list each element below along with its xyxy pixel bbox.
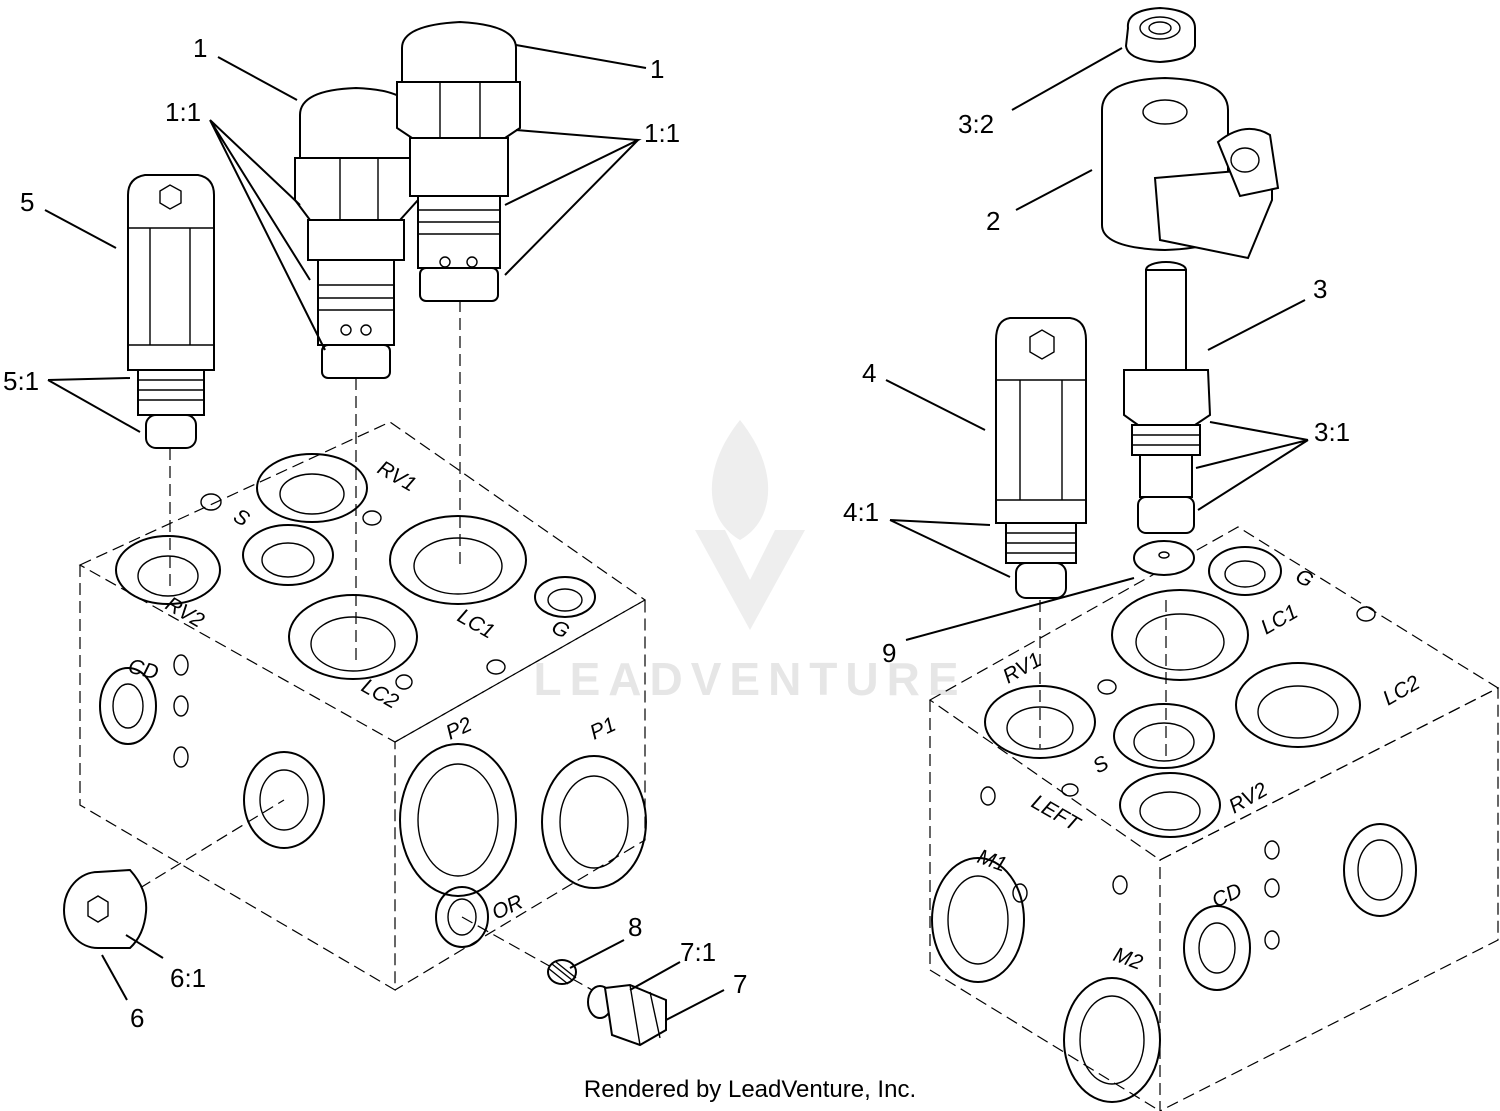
v-logo-icon <box>695 530 805 630</box>
callout-5-1: 5:1 <box>3 366 39 396</box>
callout-7-1: 7:1 <box>680 937 716 967</box>
port-label-or: OR <box>488 890 526 924</box>
leader-lines <box>44 44 1309 1021</box>
callout-1-middle: 1 <box>193 33 207 63</box>
part-6-plug[interactable] <box>63 868 148 949</box>
part-7-plug[interactable] <box>587 983 667 1047</box>
port-label-rv2-right: RV2 <box>1225 778 1272 818</box>
port-label-lc2-right: LC2 <box>1379 671 1424 710</box>
port-label-rv1-left: RV1 <box>374 456 421 496</box>
port-label-lc1-left: LC1 <box>454 604 499 643</box>
part-9-washer[interactable] <box>1133 540 1195 576</box>
port-label-g-right: G <box>1292 564 1318 592</box>
part-3-solenoid-valve[interactable] <box>1123 261 1212 534</box>
footer-credit: Rendered by LeadVenture, Inc. <box>584 1076 916 1103</box>
port-label-g-left: G <box>548 615 574 643</box>
part-1-cartridge-valve-a[interactable] <box>294 86 419 379</box>
callout-1-1-left: 1:1 <box>165 97 201 127</box>
callout-4-1: 4:1 <box>843 497 879 527</box>
port-label-cd-left: CD <box>126 655 161 685</box>
callout-5: 5 <box>20 187 34 217</box>
callout-2: 2 <box>986 206 1000 236</box>
part-2-solenoid-coil[interactable] <box>1101 76 1280 260</box>
callout-3-1: 3:1 <box>1314 417 1350 447</box>
port-label-lc1-right: LC1 <box>1257 600 1302 639</box>
port-label-cd-right: CD <box>1208 879 1245 913</box>
part-1-cartridge-valve-b[interactable] <box>396 20 521 302</box>
callout-1-tall: 1 <box>650 54 664 84</box>
port-label-rv2-left: RV2 <box>162 592 209 632</box>
port-label-p2: P2 <box>442 713 475 745</box>
callouts: 1 1 1:1 1:1 5 5:1 3:2 2 3 4 3:1 4:1 9 6:… <box>3 33 1350 1033</box>
port-label-m2: M2 <box>1110 943 1146 975</box>
port-label-left: LEFT <box>1028 790 1086 837</box>
callout-8: 8 <box>628 912 642 942</box>
port-label-m1: M1 <box>974 845 1009 877</box>
callout-1-1-right: 1:1 <box>644 118 680 148</box>
callout-4: 4 <box>862 358 876 388</box>
port-label-s-right: S <box>1089 751 1113 778</box>
callout-3: 3 <box>1313 274 1327 304</box>
callout-6: 6 <box>130 1003 144 1033</box>
callout-6-1: 6:1 <box>170 963 206 993</box>
leadventure-watermark: LEADVENTURE <box>533 420 966 705</box>
part-5-relief-valve[interactable] <box>127 174 215 449</box>
callout-3-2: 3:2 <box>958 109 994 139</box>
left-manifold-block: RV1 S RV2 LC1 G LC2 CD P2 P1 OR <box>78 421 647 992</box>
port-label-rv1-right: RV1 <box>999 648 1046 688</box>
right-manifold-block: G LC1 RV1 LC2 S RV2 LEFT M1 CD M2 <box>928 526 1500 1111</box>
part-4-relief-valve[interactable] <box>995 317 1087 599</box>
flame-logo-icon <box>711 420 769 540</box>
callout-7: 7 <box>733 969 747 999</box>
callout-9: 9 <box>882 638 896 668</box>
watermark-text: LEADVENTURE <box>533 653 966 705</box>
part-3-2-nut[interactable] <box>1124 6 1196 64</box>
part-8-spring[interactable] <box>547 959 577 985</box>
port-label-p1: P1 <box>586 713 619 745</box>
port-label-s-left: S <box>230 504 254 531</box>
